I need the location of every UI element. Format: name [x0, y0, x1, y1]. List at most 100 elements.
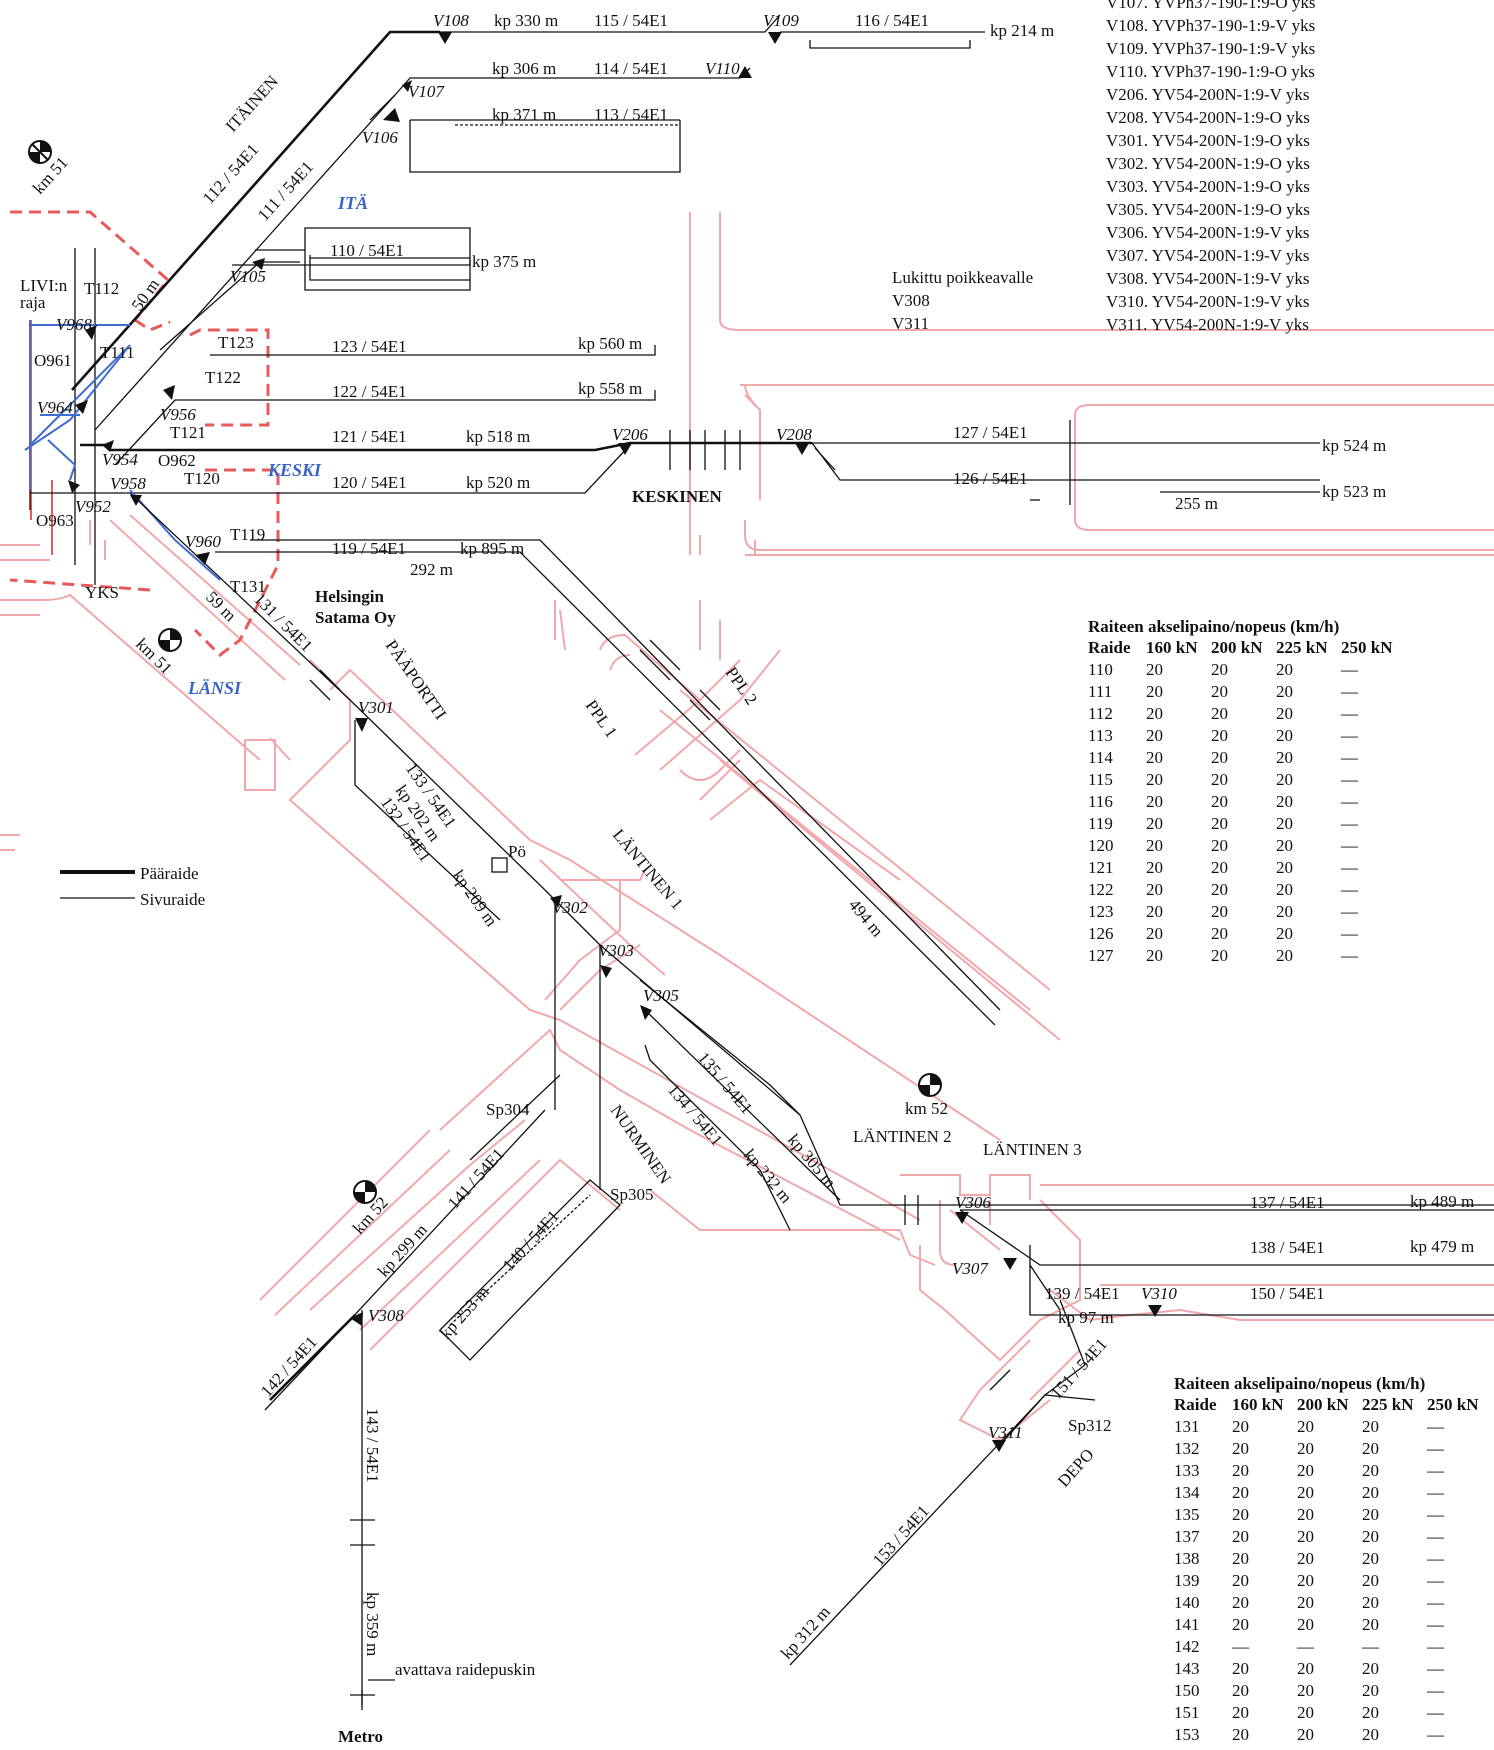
label-t142: 142 / 54E1 [257, 1333, 321, 1401]
label-v110: V110 [705, 59, 740, 78]
table-cell: 20 [1146, 660, 1163, 679]
table-cell: 20 [1276, 660, 1293, 679]
table-cell: 20 [1297, 1659, 1314, 1678]
locked-title: Lukittu poikkeavalle [892, 268, 1034, 287]
label-v106: V106 [362, 128, 398, 147]
table-cell: 132 [1174, 1439, 1200, 1458]
label-v960: V960 [185, 532, 221, 551]
label-v307: V307 [952, 1259, 989, 1278]
table-cell: 20 [1362, 1483, 1379, 1502]
table-cell: — [1427, 1615, 1444, 1634]
table-cell: 20 [1146, 792, 1163, 811]
table-cell: — [1341, 660, 1358, 679]
table-cell: 20 [1146, 858, 1163, 877]
km-post-icon [918, 1073, 942, 1097]
label-kp232: kp 232 m [740, 1145, 796, 1206]
table-cell: 112 [1088, 704, 1113, 723]
label-v308: V308 [368, 1306, 404, 1325]
table-cell: 20 [1297, 1549, 1314, 1568]
label-km52b: km 52 [905, 1099, 948, 1118]
switch-v305-marker [640, 1005, 652, 1020]
table-cell: 20 [1362, 1593, 1379, 1612]
label-T111: T111 [100, 343, 135, 362]
table-cell: 20 [1211, 924, 1228, 943]
table-cell: — [1341, 814, 1358, 833]
label-v206: V206 [612, 425, 648, 444]
table-cell: 20 [1276, 726, 1293, 745]
legend-side-label: Sivuraide [140, 890, 205, 909]
table-cell: 20 [1362, 1505, 1379, 1524]
label-km52a: km 52 [349, 1193, 392, 1238]
label-livi1: LIVI:n [20, 276, 68, 295]
switch-type-item: V108. YVPh37-190-1:9-V yks [1106, 16, 1316, 35]
label-kp359: kp 359 m [363, 1592, 382, 1656]
switch-type-item: V305. YV54-200N-1:9-O yks [1106, 200, 1310, 219]
table-cell: 138 [1174, 1549, 1200, 1568]
label-kp371: kp 371 m [492, 105, 556, 124]
label-m292: 292 m [410, 560, 453, 579]
table-cell: — [1341, 902, 1358, 921]
label-t114: 114 / 54E1 [594, 59, 668, 78]
label-lantinen2: LÄNTINEN 2 [853, 1127, 952, 1146]
label-lansi: LÄNSI [187, 678, 242, 698]
label-kp560: kp 560 m [578, 334, 642, 353]
label-T131: T131 [230, 577, 266, 596]
switch-v306-marker [955, 1212, 969, 1224]
table-cell: 20 [1297, 1593, 1314, 1612]
legend-main-label: Pääraide [140, 864, 199, 883]
table-cell: 20 [1211, 660, 1228, 679]
label-ppl1: PPL 1 [582, 696, 621, 741]
label-t115: 115 / 54E1 [594, 11, 668, 30]
label-yks: YKS [85, 583, 119, 602]
table-header-cell: Raide [1088, 638, 1131, 657]
locked-item: V311 [892, 314, 930, 333]
label-kp312: kp 312 m [777, 1602, 834, 1662]
switch-v107-marker [402, 80, 412, 92]
label-lantinen3: LÄNTINEN 3 [983, 1140, 1082, 1159]
table-cell: 20 [1146, 946, 1163, 965]
label-v108: V108 [433, 11, 469, 30]
table-cell: 20 [1276, 946, 1293, 965]
table-cell: — [1427, 1659, 1444, 1678]
label-v956: V956 [160, 405, 196, 424]
label-v105: V105 [230, 267, 266, 286]
km-post-icon [158, 628, 182, 652]
switch-type-item: V301. YV54-200N-1:9-O yks [1106, 131, 1310, 150]
label-t110: 110 / 54E1 [330, 241, 404, 260]
label-o963: O963 [36, 511, 74, 530]
label-m255: 255 m [1175, 494, 1218, 513]
label-v302: V302 [552, 898, 588, 917]
label-v306: V306 [955, 1193, 991, 1212]
table-cell: 114 [1088, 748, 1113, 767]
switch-v968-marker [85, 325, 97, 340]
table-cell: 20 [1297, 1505, 1314, 1524]
table-title: Raiteen akselipaino/nopeus (km/h) [1174, 1374, 1426, 1393]
switch-v952-marker [68, 480, 80, 493]
table-cell: 20 [1362, 1571, 1379, 1590]
table-cell: 20 [1276, 836, 1293, 855]
table-cell: 20 [1276, 880, 1293, 899]
label-t134: 134 / 54E1 [664, 1080, 727, 1149]
table-cell: 151 [1174, 1703, 1200, 1722]
table-cell: — [1427, 1549, 1444, 1568]
label-sp304: Sp304 [486, 1100, 530, 1119]
table-cell: 20 [1276, 770, 1293, 789]
label-t131: 131 / 54E1 [250, 589, 316, 655]
table-cell: 141 [1174, 1615, 1200, 1634]
table-cell: 20 [1211, 748, 1228, 767]
label-t119: 119 / 54E1 [332, 539, 406, 558]
switch-v964-marker [75, 400, 88, 414]
